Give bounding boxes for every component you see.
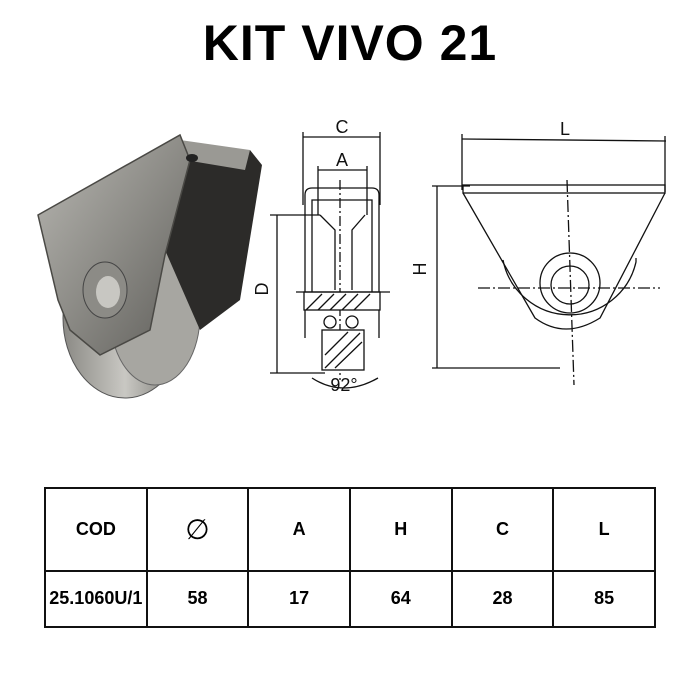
dim-label-a: A bbox=[336, 150, 348, 170]
cell-cod: 25.1060U/1 bbox=[44, 569, 148, 629]
groove-angle-label: 92° bbox=[330, 375, 357, 395]
product-photo bbox=[37, 133, 262, 399]
header-a: A bbox=[247, 487, 351, 572]
cell-c: 28 bbox=[450, 569, 555, 629]
product-title: KIT VIVO 21 bbox=[202, 15, 498, 71]
header-diameter: ∅ bbox=[145, 487, 250, 572]
cell-l: 85 bbox=[552, 569, 656, 629]
side-view-drawing bbox=[270, 132, 390, 389]
dim-label-c: C bbox=[336, 117, 349, 137]
header-h: H bbox=[348, 487, 453, 572]
header-c: C bbox=[450, 487, 555, 572]
specs-table: COD ∅ A H C L 25.1060U/1 58 17 64 28 85 bbox=[44, 487, 656, 629]
front-view-drawing bbox=[432, 134, 667, 386]
dim-label-l: L bbox=[560, 119, 570, 139]
table-row: 25.1060U/1 58 17 64 28 85 bbox=[44, 569, 656, 629]
product-illustration: C A D H L 92° bbox=[37, 117, 667, 399]
header-cod: COD bbox=[44, 487, 148, 572]
table-header-row: COD ∅ A H C L bbox=[44, 487, 656, 572]
cell-diameter: 58 bbox=[145, 569, 250, 629]
cell-h: 64 bbox=[348, 569, 453, 629]
cell-a: 17 bbox=[247, 569, 351, 629]
header-l: L bbox=[552, 487, 656, 572]
dim-label-h: H bbox=[410, 263, 430, 276]
dim-label-d: D bbox=[252, 283, 272, 296]
